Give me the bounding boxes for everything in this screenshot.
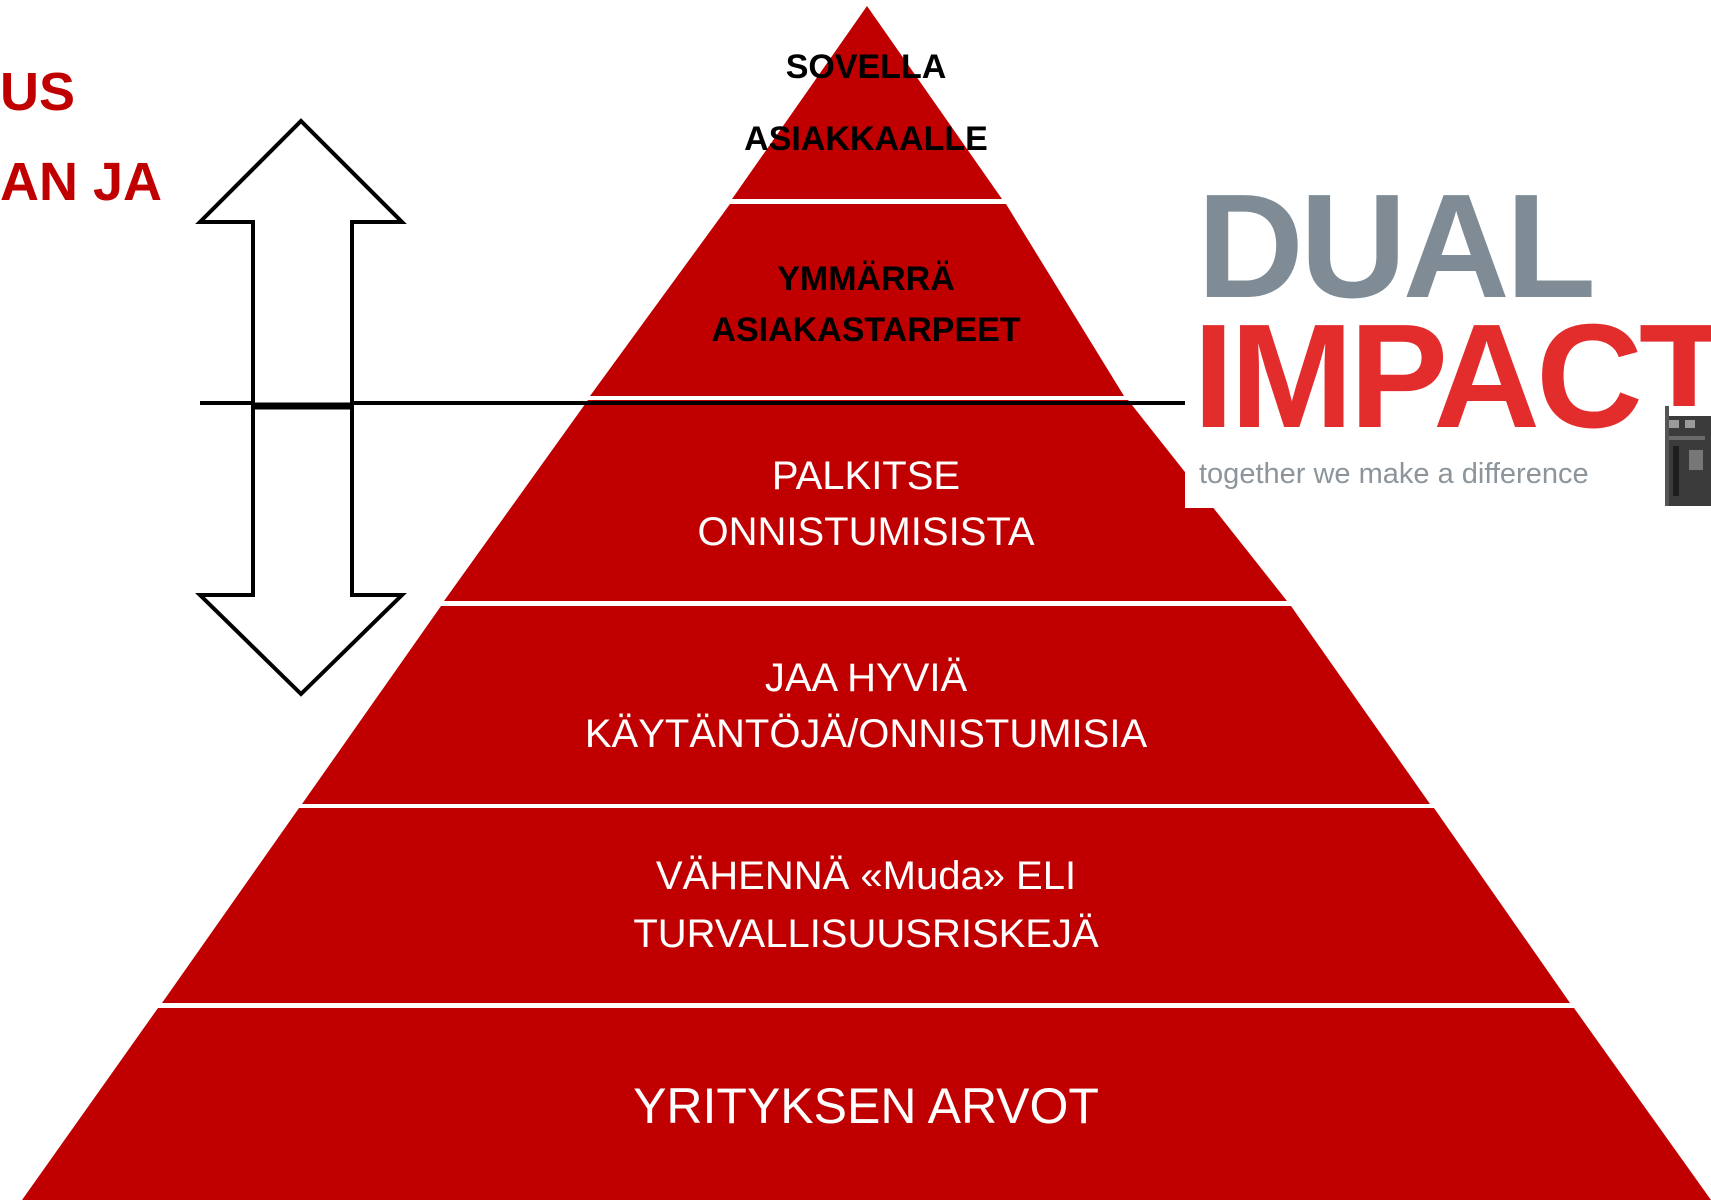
tier-1-label-line-1: SOVELLA xyxy=(786,48,947,86)
tier-3-label-line-1: PALKITSE xyxy=(772,454,960,498)
tier-5-label-line-2: TURVALLISUUSRISKEJÄ xyxy=(633,912,1099,956)
tier-3-label-line-2: ONNISTUMISISTA xyxy=(697,510,1034,554)
pyramid-tier-4 xyxy=(302,606,1430,804)
tier-6-label: YRITYKSEN ARVOT xyxy=(633,1078,1099,1134)
cropped-title-line-1: US xyxy=(0,62,76,122)
machinery-icon xyxy=(1661,406,1711,506)
dual-impact-logo: DUAL IMPACT together we make a differenc… xyxy=(1185,178,1711,508)
pyramid-tier-2 xyxy=(590,204,1124,396)
pyramid-tier-5 xyxy=(162,808,1570,1003)
logo-word-impact: IMPACT xyxy=(1193,294,1711,459)
logo-tagline: together we make a difference xyxy=(1199,458,1589,490)
pyramid-tier-3 xyxy=(444,400,1287,601)
tier-5-label-line-1: VÄHENNÄ «Muda» ELI xyxy=(656,854,1076,898)
tier-4-label-line-2: KÄYTÄNTÖJÄ/ONNISTUMISIA xyxy=(585,712,1148,756)
pyramid-tier-1 xyxy=(732,6,1002,199)
tier-2-label-line-1: YMMÄRRÄ xyxy=(777,260,955,298)
tier-4-label-line-1: JAA HYVIÄ xyxy=(765,656,968,700)
pyramid-tier-6 xyxy=(22,1008,1711,1200)
logo-word-dual: DUAL xyxy=(1197,178,1596,329)
tier-2-label-line-2: ASIAKASTARPEET xyxy=(711,311,1020,349)
cropped-title-line-2: AN JA xyxy=(0,152,163,212)
tier-1-label-line-2: ASIAKKAALLE xyxy=(744,120,988,158)
